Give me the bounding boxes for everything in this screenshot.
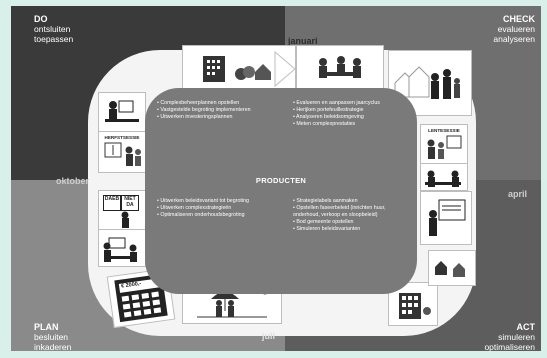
tile-lentesessie: LENTESESSIE	[420, 124, 468, 164]
check-title: CHECK	[502, 14, 535, 24]
do-line2: toepassen	[34, 34, 74, 44]
buildings-illustration-icon	[203, 50, 295, 88]
list-item: Vastgestelde begroting implementeren	[157, 107, 250, 114]
list-item: Complexbeheerplannen opstellen	[157, 100, 251, 107]
products-plan-list: Uitwerken beleidsvariant tot begroting U…	[157, 198, 249, 219]
products-do-list: Complexbeheerplannen opstellen Vastgeste…	[157, 100, 251, 121]
list-item: Herijken portefeuillestrategie	[293, 107, 380, 114]
calculator-icon	[114, 273, 168, 323]
apartment-building-icon	[399, 293, 431, 319]
desk-worker-icon	[105, 100, 139, 122]
tile-buildings	[182, 45, 296, 93]
list-item: Strategielabels aanmaken	[293, 198, 409, 205]
tile-presentation	[420, 191, 472, 245]
list-item: Meten complexprestaties	[293, 121, 380, 128]
daeb-board-right: NIET DA	[121, 195, 139, 211]
check-line1: evalueren	[497, 24, 535, 34]
plan-line1: besluiten	[34, 332, 69, 342]
do-line1: ontsluiten	[34, 24, 71, 34]
board-people-icon	[121, 211, 129, 228]
workshop-people-icon	[425, 170, 461, 187]
plan-line2: inkaderen	[34, 342, 72, 352]
plan-title: PLAN	[34, 322, 59, 332]
corner-label-do: DO ontsluiten toepassen	[34, 14, 73, 44]
corner-label-act: ACT simuleren optimaliseren	[484, 322, 535, 352]
tile-meeting	[296, 45, 384, 93]
board-left-label: DAEB	[104, 196, 120, 202]
autumn-session-icon	[104, 142, 141, 166]
tile-daeb-board: DAEB NIET DA	[98, 190, 146, 230]
check-line2: analyseren	[493, 34, 535, 44]
neighbourhood-houses-icon	[394, 66, 460, 99]
tile-herfstsessie: HERFSTSESSIE	[98, 131, 146, 173]
list-item: Uitwerken investeringsplannen	[157, 114, 251, 121]
list-item: Optimaliseren onderhoudsbegroting	[157, 212, 249, 219]
daeb-board-left: DAEB	[103, 195, 121, 211]
board-right-label: NIET DA	[124, 196, 136, 208]
list-item: Uitwerken complexstrategieën	[157, 205, 249, 212]
products-panel: Complexbeheerplannen opstellen Vastgeste…	[145, 88, 417, 294]
meeting-people-icon	[319, 56, 361, 78]
corner-label-plan: PLAN besluiten inkaderen	[34, 322, 71, 352]
act-line1: simuleren	[498, 332, 535, 342]
list-item: Analyseren beleidsomgeving	[293, 114, 380, 121]
tile-desk-work	[98, 92, 146, 132]
small-houses-icon	[435, 261, 465, 277]
act-title: ACT	[516, 322, 536, 332]
products-check-list: Evalueren en aanpassen jaarcyclus Herijk…	[293, 100, 380, 128]
corner-label-check: CHECK evalueren analyseren	[493, 14, 535, 44]
act-line2: optimaliseren	[484, 342, 535, 352]
list-item: Simuleren beleidsvarianten	[293, 226, 409, 233]
list-item: Evalueren en aanpassen jaarcyclus	[293, 100, 380, 107]
lentesessie-label: LENTESESSIE	[428, 128, 460, 133]
tile-houses-small	[428, 250, 476, 286]
month-october: oktober	[56, 176, 90, 186]
products-act-list: Strategielabels aanmaken Opstellen fasee…	[293, 198, 409, 233]
spring-session-icon	[427, 135, 462, 159]
month-january: januari	[288, 36, 318, 46]
do-title: DO	[34, 14, 48, 24]
tile-calculator: € 2000,-	[106, 267, 176, 329]
list-item: Bod gemeente opstellen	[293, 219, 409, 226]
herfstsessie-label: HERFSTSESSIE	[104, 135, 140, 140]
tile-discussion	[98, 229, 146, 267]
month-july: juli	[262, 331, 275, 341]
list-item: Opstellen faseerbeleid (inrichten huur, …	[293, 205, 409, 219]
presentation-icon	[429, 199, 466, 236]
products-title: PRODUCTEN	[255, 176, 307, 185]
discussion-people-icon	[103, 237, 137, 262]
month-april: april	[508, 189, 528, 199]
tile-workshop	[420, 163, 468, 191]
list-item: Uitwerken beleidsvariant tot begroting	[157, 198, 249, 205]
